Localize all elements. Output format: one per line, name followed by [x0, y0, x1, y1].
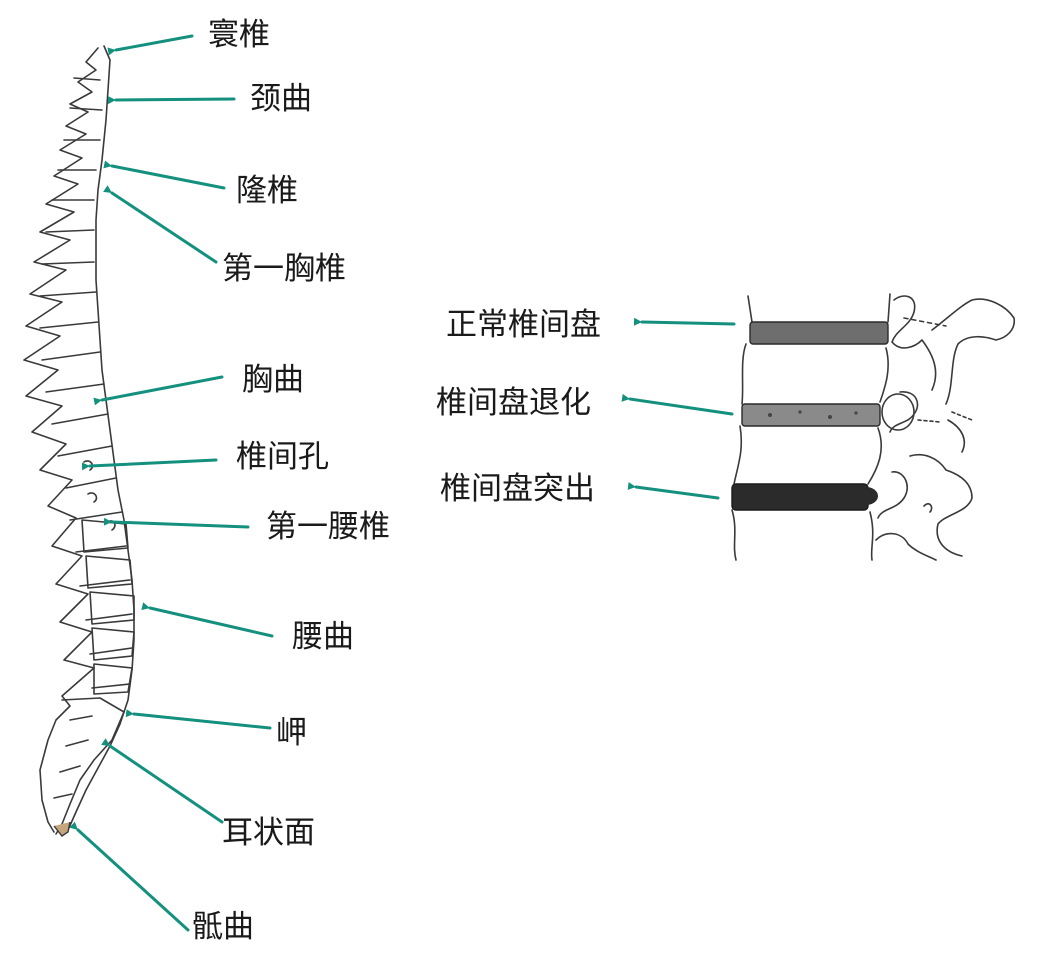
arrow-disc-normal: [633, 317, 736, 326]
arrow-first-thoracic: [103, 185, 218, 264]
disc-degenerated: [741, 403, 881, 427]
label-sacral-curve: 骶曲: [192, 909, 254, 945]
arrow-vertebra-prominens: [103, 160, 226, 190]
disc-normal: [749, 321, 889, 345]
arrow-cervical-curve: [107, 96, 236, 105]
arrow-disc-degenerated: [621, 393, 734, 416]
arrow-sacral-curve: [69, 821, 190, 932]
label-lumbar-curve: 腰曲: [292, 619, 354, 655]
label-first-lumbar: 第一腰椎: [266, 509, 390, 545]
arrow-first-lumbar: [103, 517, 250, 529]
arrow-auricular-surface: [101, 738, 224, 824]
label-disc-normal: 正常椎间盘: [446, 307, 601, 343]
label-intervertebral-foramen: 椎间孔: [236, 439, 329, 475]
arrow-thoracic-curve: [93, 375, 224, 406]
arrow-atlas: [107, 34, 194, 56]
label-disc-degenerated: 椎间盘退化: [436, 385, 591, 421]
arrow-lumbar-curve: [141, 602, 274, 638]
label-auricular-surface: 耳状面: [222, 815, 315, 851]
label-vertebra-prominens: 隆椎: [236, 173, 298, 209]
label-atlas: 寰椎: [208, 17, 270, 53]
label-first-thoracic: 第一胸椎: [222, 251, 346, 287]
arrow-intervertebral-foramen: [81, 458, 218, 471]
label-thoracic-curve: 胸曲: [242, 362, 304, 398]
label-cervical-curve: 颈曲: [250, 81, 312, 117]
arrow-promontory: [125, 709, 272, 730]
label-promontory: 岬: [276, 715, 307, 751]
label-disc-herniated: 椎间盘突出: [440, 471, 595, 507]
arrow-disc-herniated: [627, 481, 720, 500]
